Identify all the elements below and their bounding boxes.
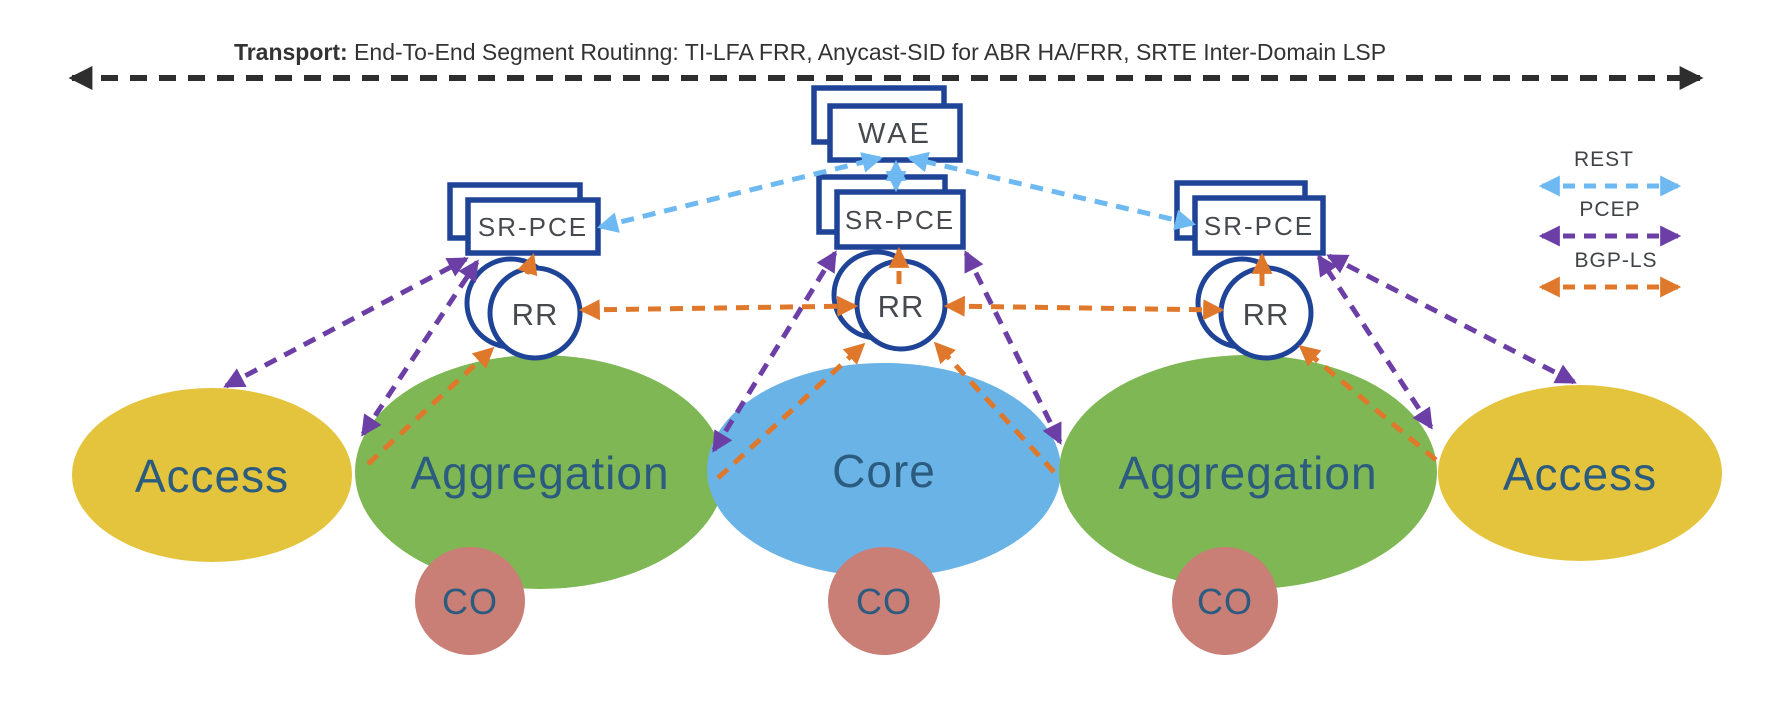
pcep-link-srpce-right-access-right — [1326, 253, 1577, 385]
access-right-label: Access — [1503, 448, 1657, 500]
co-right-label: CO — [1197, 581, 1253, 622]
access-left-label: Access — [135, 450, 289, 502]
rr-labels: RR RR RR — [512, 289, 1290, 332]
transport-title: Transport: End-To-End Segment Routinng: … — [234, 39, 1386, 65]
sr-pce-middle-label: SR-PCE — [845, 205, 955, 235]
bgpls-link-rr-left-rr-middle — [578, 295, 859, 321]
bgpls-link-aggregation-left-rr-left — [366, 346, 495, 466]
access-left-ellipse — [72, 388, 352, 562]
bgpls-link-rr-middle-rr-right — [943, 295, 1225, 321]
rest-links — [596, 151, 1197, 233]
sr-pce-left-label: SR-PCE — [478, 212, 588, 242]
bgpls-link-aggregation-right-rr-right — [1298, 344, 1438, 462]
core-label: Core — [832, 445, 936, 497]
sr-pce-left-box — [465, 197, 601, 256]
legend: REST PCEP BGP-LS — [1538, 148, 1682, 298]
co-middle-label: CO — [856, 581, 912, 622]
bgpls-link-core-right-rr-middle — [933, 341, 1056, 474]
rr-right-label: RR — [1243, 297, 1290, 332]
co-right-ellipse — [1172, 547, 1278, 655]
transport-title-text: End-To-End Segment Routinng: TI-LFA FRR,… — [348, 39, 1386, 65]
rr-left-label: RR — [512, 297, 559, 332]
domain-labels: Access Aggregation Core Aggregation Acce… — [135, 445, 1657, 622]
sr-pce-right-label: SR-PCE — [1204, 211, 1314, 241]
co-left-ellipse — [415, 547, 525, 655]
wae-box — [827, 103, 963, 163]
pcep-link-srpce-middle-core-left — [711, 250, 838, 453]
transport-title-prefix: Transport: — [234, 39, 348, 65]
sr-pce-right-box — [1192, 195, 1326, 256]
bgpls-links — [366, 246, 1438, 480]
access-right-ellipse — [1438, 385, 1722, 561]
pcep-link-srpce-left-access-left — [223, 256, 469, 389]
bgpls-link-core-left-rr-middle — [716, 342, 866, 480]
rest-link-wae-srpce-right — [906, 151, 1197, 231]
legend-rest-label: REST — [1574, 148, 1634, 171]
co-left-label: CO — [442, 581, 498, 622]
pcep-link-srpce-right-aggregation-right — [1316, 254, 1434, 430]
pcep-link-srpce-left-aggregation-left — [360, 259, 480, 437]
pcep-links — [223, 250, 1577, 453]
legend-bgpls-label: BGP-LS — [1574, 249, 1657, 272]
rest-link-wae-srpce-left — [596, 152, 884, 233]
rr-middle-label: RR — [878, 289, 925, 324]
co-middle-ellipse — [828, 547, 940, 655]
aggregation-left-label: Aggregation — [410, 447, 669, 499]
wae-label: WAE — [858, 118, 932, 150]
aggregation-right-label: Aggregation — [1118, 447, 1377, 499]
legend-pcep-label: PCEP — [1579, 198, 1640, 221]
bgpls-link-rr-left-srpce-left — [517, 253, 538, 277]
